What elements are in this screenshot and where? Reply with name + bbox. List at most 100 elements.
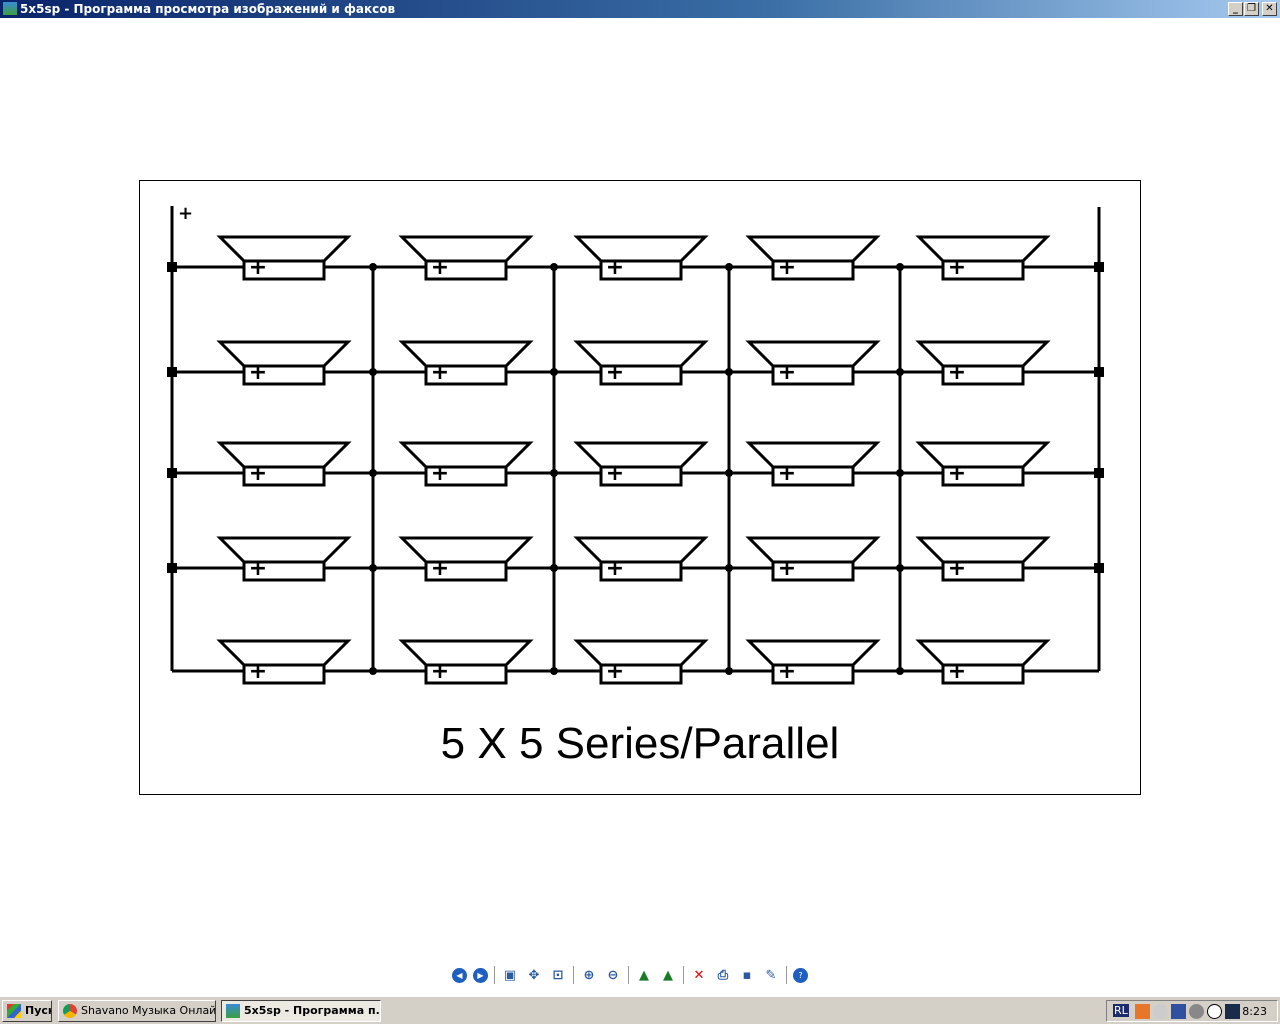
speaker-symbol (398, 441, 534, 487)
speaker-polarity-label: + (431, 360, 449, 385)
speaker-symbol (216, 340, 352, 386)
junction-dot (896, 667, 904, 675)
zoom-in-icon[interactable]: ⊕ (583, 967, 595, 983)
display-icon[interactable] (1225, 1004, 1240, 1019)
actual-size-icon[interactable]: ✥ (528, 967, 540, 983)
toolbar-separator (683, 966, 684, 984)
minimize-button[interactable]: _ (1228, 2, 1243, 16)
junction-dot (725, 469, 733, 477)
speaker-symbol (745, 536, 881, 582)
speaker-polarity-label: + (948, 360, 966, 385)
junction-dot (725, 564, 733, 572)
java-icon[interactable] (1135, 1004, 1150, 1019)
speaker-polarity-label: + (431, 461, 449, 486)
speaker-polarity-label: + (778, 659, 796, 684)
speaker-symbol (915, 639, 1051, 685)
positive-terminal-label: + (178, 203, 193, 224)
start-button[interactable]: Пуск (2, 1000, 52, 1022)
task-image-viewer[interactable]: 5x5sp - Программа п... (221, 1000, 381, 1022)
speaker-polarity-label: + (431, 255, 449, 280)
toolbar-separator (786, 966, 787, 984)
toolbar-separator (494, 966, 495, 984)
toolbar-separator (573, 966, 574, 984)
junction-dot (896, 564, 904, 572)
task-label: 5x5sp - Программа п... (244, 1004, 381, 1017)
terminal-node (1094, 262, 1104, 272)
speaker-polarity-label: + (249, 255, 267, 280)
junction-dot (369, 263, 377, 271)
speaker-symbol (398, 536, 534, 582)
language-indicator[interactable]: RL (1113, 1004, 1129, 1017)
speaker-symbol (573, 441, 709, 487)
taskbar: Пуск Shavano Музыка Онлай... 5x5sp - Про… (0, 996, 1280, 1024)
speaker-symbol (745, 340, 881, 386)
close-button[interactable]: ✕ (1262, 2, 1277, 16)
slideshow-icon[interactable]: ⊡ (552, 967, 564, 983)
speaker-polarity-label: + (431, 659, 449, 684)
junction-dot (725, 667, 733, 675)
speaker-symbol (745, 235, 881, 281)
junction-dot (725, 368, 733, 376)
task-label: Shavano Музыка Онлай... (81, 1004, 216, 1017)
speaker-symbol (573, 639, 709, 685)
speaker-symbol (915, 340, 1051, 386)
zoom-out-icon[interactable]: ⊖ (607, 967, 619, 983)
junction-dot (550, 469, 558, 477)
speaker-polarity-label: + (778, 360, 796, 385)
junction-dot (550, 667, 558, 675)
speaker-polarity-label: + (948, 461, 966, 486)
speaker-symbol (573, 536, 709, 582)
speaker-symbol (915, 536, 1051, 582)
toolbar-separator (628, 966, 629, 984)
speaker-polarity-label: + (249, 461, 267, 486)
print-icon[interactable]: ⎙ (717, 967, 729, 983)
next-image-icon[interactable]: ▶ (473, 967, 488, 983)
windows-logo-icon (7, 1004, 21, 1018)
terminal-node (167, 262, 177, 272)
title-bar: 5x5sp - Программа просмотра изображений … (0, 0, 1280, 18)
disk-icon[interactable] (1153, 1004, 1168, 1019)
save-icon[interactable]: ▪ (742, 967, 752, 983)
junction-dot (550, 564, 558, 572)
rotate-counterclockwise-icon[interactable]: ▲ (663, 967, 673, 983)
junction-dot (725, 263, 733, 271)
image-viewer-icon (3, 2, 17, 15)
network-icon[interactable] (1171, 1004, 1186, 1019)
previous-image-icon[interactable]: ◀ (452, 967, 467, 983)
restore-button[interactable]: ❐ (1244, 2, 1259, 16)
speaker-symbol (216, 441, 352, 487)
best-fit-icon[interactable]: ▣ (503, 967, 517, 983)
speaker-symbol (915, 441, 1051, 487)
speaker-symbol (216, 235, 352, 281)
speaker-polarity-label: + (606, 255, 624, 280)
window-title: 5x5sp - Программа просмотра изображений … (20, 2, 396, 16)
speaker-symbol (398, 340, 534, 386)
junction-dot (369, 564, 377, 572)
junction-dot (896, 263, 904, 271)
speaker-polarity-label: + (249, 360, 267, 385)
speaker-symbol (216, 639, 352, 685)
help-icon[interactable]: ? (793, 967, 808, 983)
terminal-node (1094, 367, 1104, 377)
speaker-symbol (573, 235, 709, 281)
speaker-polarity-label: + (948, 659, 966, 684)
rotate-clockwise-icon[interactable]: ▲ (639, 967, 649, 983)
junction-dot (896, 469, 904, 477)
speaker-polarity-label: + (606, 461, 624, 486)
speaker-wiring-diagram: + 5 X 5 Series/Parallel ++++++++++++++++… (167, 203, 1104, 768)
speaker-polarity-label: + (606, 556, 624, 581)
junction-dot (369, 469, 377, 477)
speaker-polarity-label: + (606, 360, 624, 385)
edit-icon[interactable]: ✎ (765, 967, 777, 983)
speaker-polarity-label: + (249, 659, 267, 684)
volume-icon[interactable] (1189, 1004, 1204, 1019)
speaker-symbol (915, 235, 1051, 281)
task-chrome[interactable]: Shavano Музыка Онлай... (58, 1000, 216, 1022)
chrome-icon (63, 1004, 77, 1018)
panda-antivirus-icon[interactable] (1207, 1004, 1222, 1019)
delete-icon[interactable]: ✕ (693, 967, 705, 983)
junction-dot (369, 667, 377, 675)
terminal-node (167, 563, 177, 573)
image-viewer-icon (226, 1004, 240, 1018)
speaker-polarity-label: + (431, 556, 449, 581)
